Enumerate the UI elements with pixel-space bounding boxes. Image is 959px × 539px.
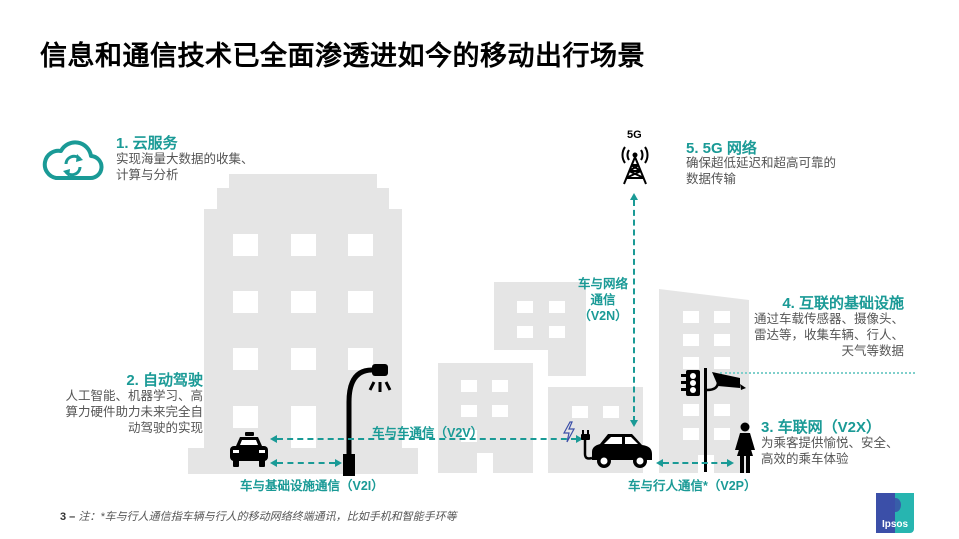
cloud-heading: 1. 云服务 [116,135,178,152]
autonomous-desc-line: 动驾驶的实现 [127,421,203,435]
5g-icon-label: 5G [627,129,642,141]
infrastructure-desc-line: 通过车载传感器、摄像头、 [753,312,904,326]
v2n-label-line: 车与网络 [577,277,628,291]
autonomous-heading: 2. 自动驾驶 [126,372,203,389]
arrow-up-icon [630,193,638,200]
v2p-label: 车与行人通信*（V2P） [628,479,757,493]
building-large [217,188,389,210]
infrastructure-heading: 4. 互联的基础设施 [782,295,904,312]
v2x-desc-line: 为乘客提供愉悦、安全、 [761,436,899,450]
v2n-label-line: （V2N） [578,309,628,323]
footnote: 3 – 注：*车与行人通信指车辆与行人的移动网络终端通讯，比如手机和智能手环等 [60,511,457,523]
cloud-desc-line: 实现海量大数据的收集、 [116,152,254,166]
autonomous-desc-line: 算力硬件助力未来完全自 [65,405,203,419]
pedestrian-icon [735,422,755,473]
v2x-desc-line: 高效的乘车体验 [761,452,849,466]
v2v-label: 车与车通信（V2V） [372,426,484,440]
electric-car-icon [581,430,652,468]
page-title: 信息和通信技术已全面渗透进如今的移动出行场景 [40,41,645,71]
5g-tower-icon [621,146,649,185]
arrow-right-icon [335,459,342,467]
arrow-left-icon [656,459,663,467]
infrastructure-desc-line: 雷达等，收集车辆、行人、 [753,328,904,342]
arrow-left-icon [270,459,277,467]
building-base [188,448,418,474]
arrow-right-icon [576,435,583,443]
infrastructure-pointer-line [720,372,915,374]
5g-desc-line: 确保超低延迟和超高可靠的 [686,156,837,170]
cloud-sync-icon [42,140,104,180]
v2x-heading: 3. 车联网（V2X） [761,419,882,436]
lightning-icon [562,421,576,443]
logo-text: Ipsos [881,519,909,530]
v2n-label-line: 通信 [590,293,616,307]
arrow-left-icon [270,435,277,443]
cloud-desc-line: 计算与分析 [116,168,179,182]
infrastructure-desc-line: 天气等数据 [841,344,904,358]
autonomous-desc-line: 人工智能、机器学习、高 [65,389,203,403]
arrow-right-icon [727,459,734,467]
taxi-icon [230,432,268,467]
5g-desc-line: 数据传输 [686,172,737,186]
traffic-light-camera-icon [681,368,746,472]
building-large [229,174,377,188]
ipsos-logo: Ipsos [876,493,914,533]
footnote-text: 注：*车与行人通信指车辆与行人的移动网络终端通讯，比如手机和智能手环等 [78,511,457,523]
v2i-label: 车与基础设施通信（V2I） [240,479,384,493]
street-lamp-icon [343,364,392,476]
5g-heading: 5. 5G 网络 [686,140,757,157]
arrow-down-icon [630,420,638,427]
page-number: 3 [60,511,67,523]
